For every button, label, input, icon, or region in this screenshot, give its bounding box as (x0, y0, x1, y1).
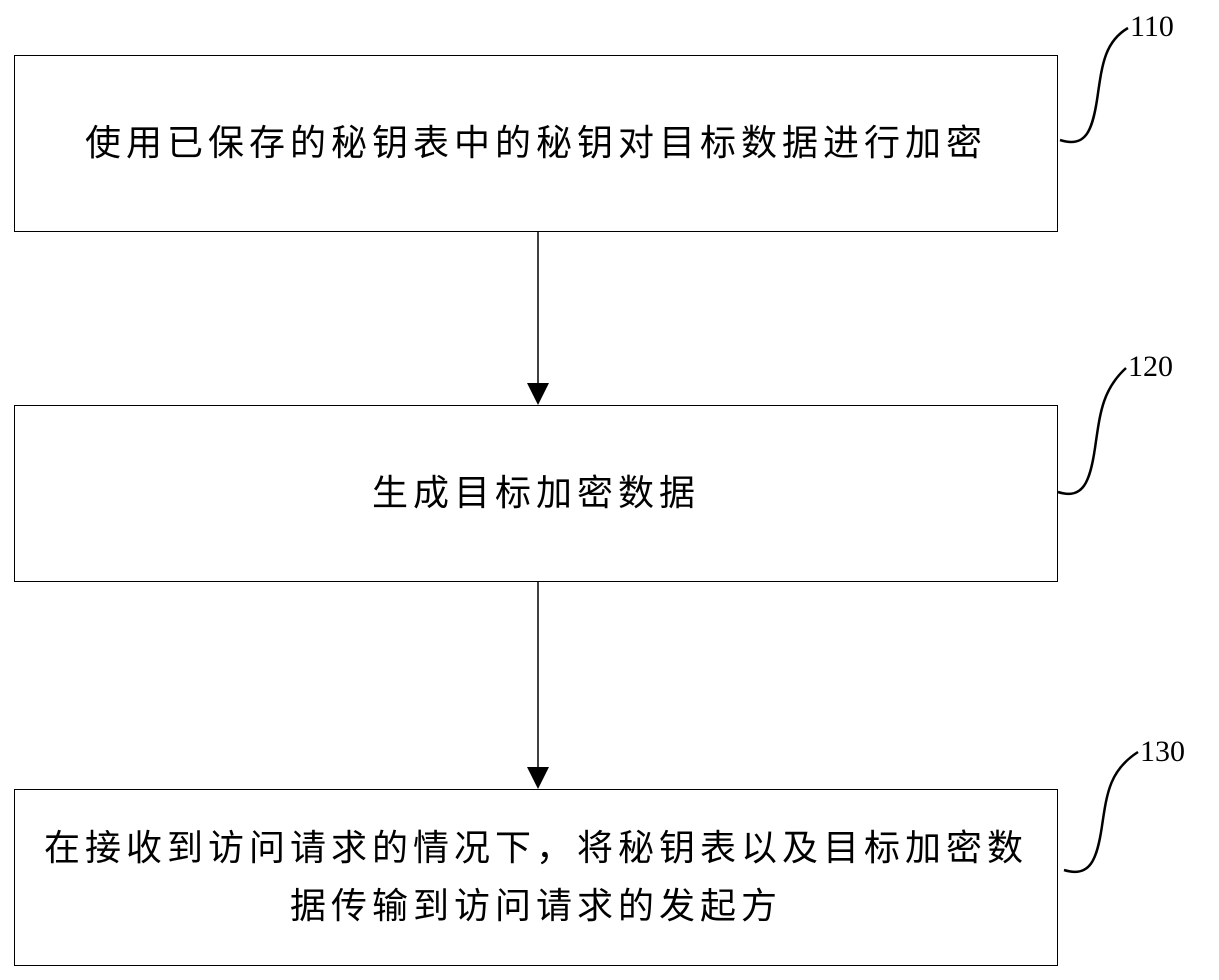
step-label-120: 120 (1128, 350, 1173, 383)
step-box-130: 在接收到访问请求的情况下，将秘钥表以及目标加密数据传输到访问请求的发起方 (14, 789, 1058, 966)
arrowhead-110-to-120 (527, 383, 549, 405)
leader-curve-130 (1063, 750, 1139, 873)
step-label-130: 130 (1140, 735, 1185, 768)
step-label-110: 110 (1130, 10, 1174, 43)
step-text-110: 使用已保存的秘钥表中的秘钥对目标数据进行加密 (84, 122, 987, 164)
step-box-110: 使用已保存的秘钥表中的秘钥对目标数据进行加密 (14, 55, 1058, 232)
leader-curve-120 (1057, 367, 1127, 495)
step-text-120: 生成目标加密数据 (371, 472, 700, 514)
leader-curve-110 (1059, 26, 1129, 144)
arrowhead-120-to-130 (527, 767, 549, 789)
step-text-130: 在接收到访问请求的情况下，将秘钥表以及目标加密数据传输到访问请求的发起方 (43, 827, 1028, 927)
step-box-120: 生成目标加密数据 (14, 405, 1058, 582)
